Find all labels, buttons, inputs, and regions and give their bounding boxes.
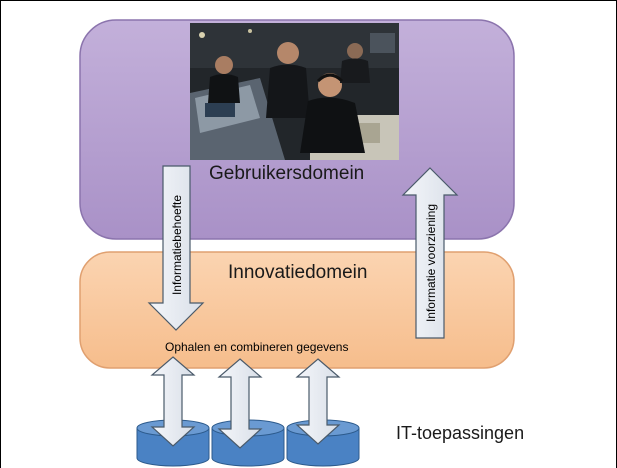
info-need-arrow bbox=[147, 165, 205, 331]
info-provision-arrow bbox=[401, 167, 459, 339]
innovation-domain-label: Innovatiedomein bbox=[228, 262, 368, 283]
operations-room-photo bbox=[190, 23, 399, 160]
double-arrow-3 bbox=[295, 358, 341, 445]
fetch-combine-label: Ophalen en combineren gegevens bbox=[165, 340, 349, 354]
user-domain-label: Gebruikersdomein bbox=[209, 163, 365, 184]
double-arrow-1 bbox=[150, 356, 196, 447]
info-need-label: Informatiebehoefte bbox=[170, 194, 184, 296]
database-cylinder-1 bbox=[136, 419, 210, 467]
double-arrow-2 bbox=[217, 358, 263, 449]
it-applications-label: IT-toepassingen bbox=[396, 423, 525, 443]
info-provision-label: Informatie voorziening bbox=[424, 203, 438, 323]
